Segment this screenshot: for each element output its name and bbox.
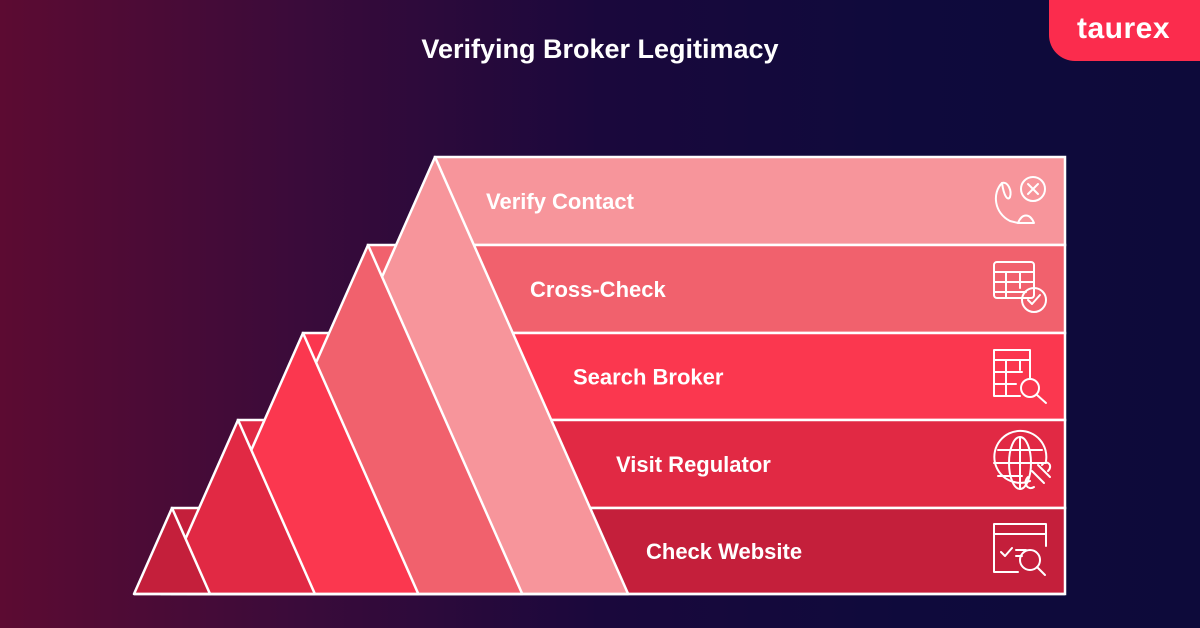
- step-band: [433, 155, 1067, 247]
- browser-search-icon: [993, 523, 1047, 576]
- step-label: Verify Contact: [486, 189, 635, 214]
- step-label: Cross-Check: [530, 277, 666, 302]
- table-search-icon: [993, 349, 1047, 404]
- step-label: Check Website: [646, 539, 802, 564]
- step-label: Visit Regulator: [616, 452, 771, 477]
- taurex-logo[interactable]: taurex: [1049, 0, 1200, 61]
- logo-text: taurex: [1077, 12, 1171, 45]
- step-label: Search Broker: [573, 365, 724, 390]
- table-check-icon: [993, 261, 1047, 313]
- globe-broken-link-icon: [993, 429, 1052, 490]
- phone-x-icon: [994, 176, 1046, 224]
- page-title: Verifying Broker Legitimacy: [421, 34, 779, 64]
